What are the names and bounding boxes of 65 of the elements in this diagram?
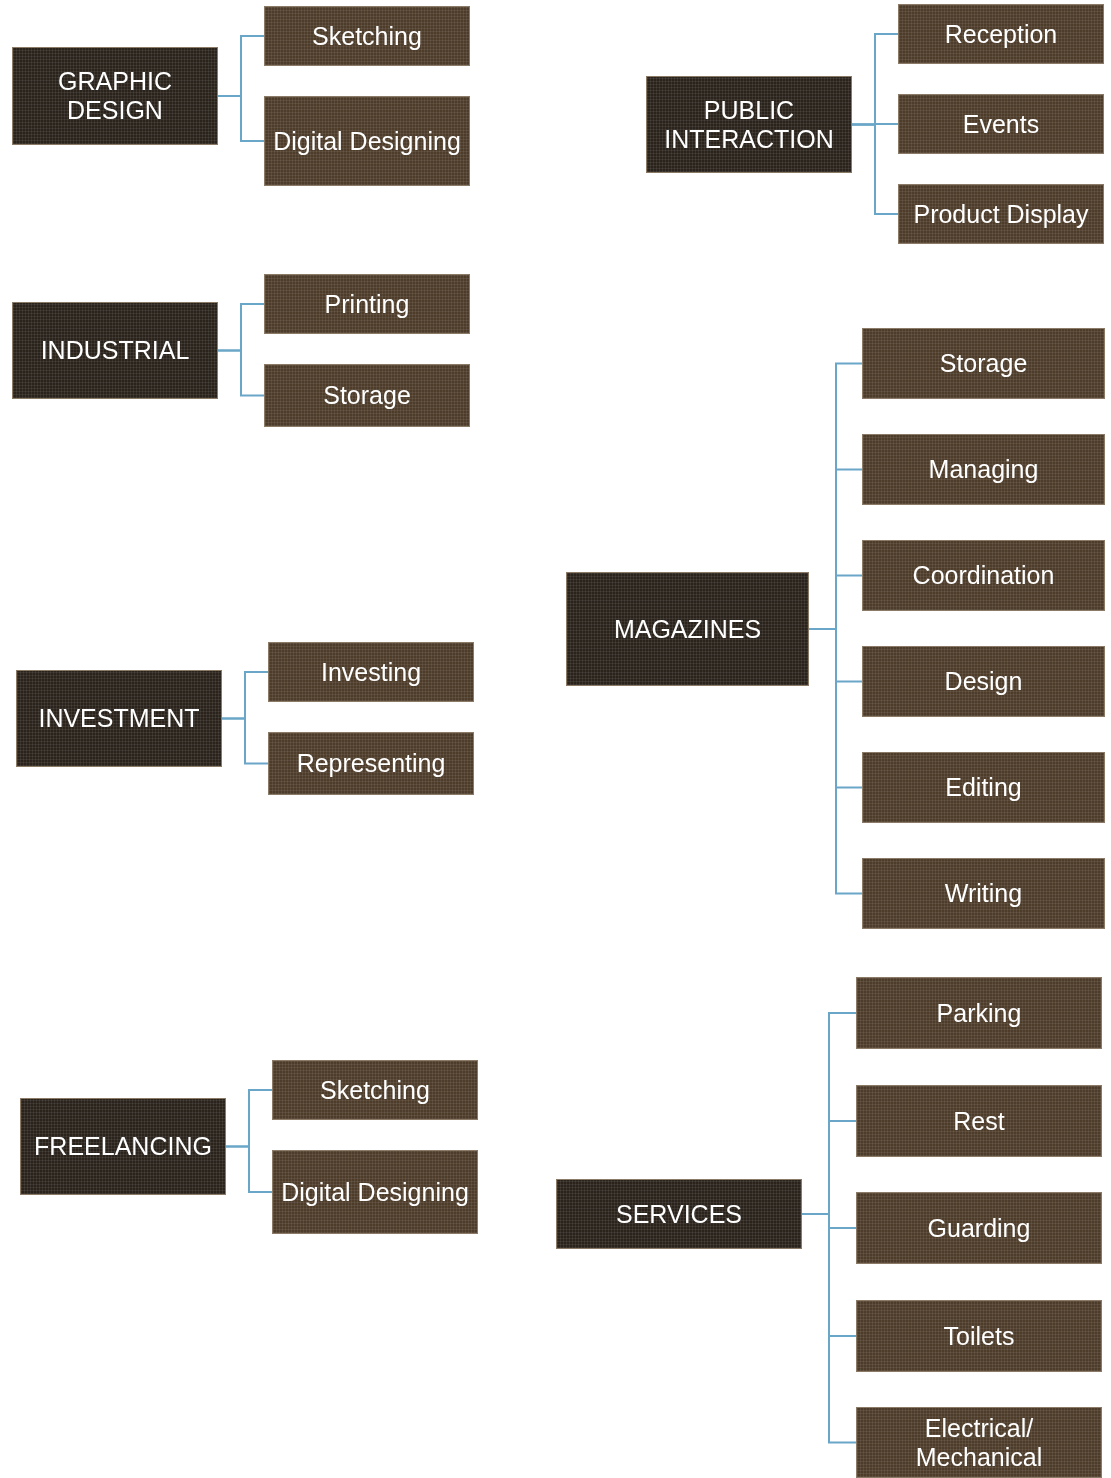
box-label: Digital Designing xyxy=(273,126,461,156)
category-box xyxy=(12,302,218,399)
connector-line xyxy=(225,1145,273,1193)
subcategory-box xyxy=(856,977,1102,1049)
box-label: Product Display xyxy=(913,199,1089,229)
box-label: GRAPHIC DESIGN xyxy=(57,67,173,125)
subcategory-box xyxy=(862,328,1105,399)
subcategory-box xyxy=(862,858,1105,929)
box-label: Toilets xyxy=(943,1321,1015,1351)
subcategory-box xyxy=(264,96,470,186)
box-label: Managing xyxy=(928,455,1039,484)
box-label: MAGAZINES xyxy=(613,614,762,644)
subcategory-box xyxy=(856,1300,1102,1372)
box-label: Storage xyxy=(939,349,1028,378)
box-label: Guarding xyxy=(927,1213,1031,1243)
box-label: FREELANCING xyxy=(34,1132,212,1161)
category-box xyxy=(16,670,222,767)
subcategory-box xyxy=(862,646,1105,717)
subcategory-box xyxy=(264,6,470,66)
subcategory-box xyxy=(264,274,470,334)
subcategory-box xyxy=(898,184,1104,244)
connector-line xyxy=(217,349,265,397)
connector-line xyxy=(801,1213,857,1444)
box-label: Coordination xyxy=(912,561,1055,590)
box-label: INDUSTRIAL xyxy=(40,336,190,365)
subcategory-box xyxy=(268,642,474,702)
box-label: PUBLIC INTERACTION xyxy=(663,95,835,154)
connector-line xyxy=(808,628,863,895)
box-label: Representing xyxy=(296,749,446,778)
connector-line xyxy=(221,717,269,765)
box-label: Design xyxy=(944,667,1023,696)
box-label: Digital Designing xyxy=(281,1177,469,1207)
subcategory-box xyxy=(898,94,1104,154)
box-label: Writing xyxy=(944,879,1023,908)
subcategory-box xyxy=(862,540,1105,611)
subcategory-box xyxy=(862,752,1105,823)
box-label: Reception xyxy=(944,19,1058,49)
category-box xyxy=(646,76,852,173)
box-label: Editing xyxy=(945,773,1022,802)
subcategory-box xyxy=(268,732,474,795)
subcategory-box xyxy=(272,1060,478,1120)
box-label: Sketching xyxy=(320,1075,430,1105)
category-box xyxy=(12,47,218,145)
subcategory-box xyxy=(264,364,470,427)
category-box xyxy=(20,1098,226,1195)
subcategory-box xyxy=(856,1085,1102,1157)
box-label: Sketching xyxy=(312,21,422,51)
subcategory-box xyxy=(272,1150,478,1234)
subcategory-box xyxy=(862,434,1105,505)
box-label: Investing xyxy=(320,657,422,687)
box-label: Rest xyxy=(953,1106,1005,1136)
box-label: SERVICES xyxy=(616,1199,742,1229)
box-label: INVESTMENT xyxy=(38,704,200,733)
subcategory-box xyxy=(856,1407,1102,1478)
connector-line xyxy=(217,95,265,142)
category-box xyxy=(566,572,809,686)
box-label: Electrical/ Mechanical xyxy=(914,1413,1044,1472)
box-label: Events xyxy=(962,109,1040,139)
category-box xyxy=(556,1179,802,1249)
connector-line xyxy=(851,123,899,215)
box-label: Printing xyxy=(324,289,410,319)
subcategory-box xyxy=(856,1192,1102,1264)
subcategory-box xyxy=(898,4,1104,64)
box-label: Parking xyxy=(936,998,1022,1028)
box-label: Storage xyxy=(323,381,411,410)
